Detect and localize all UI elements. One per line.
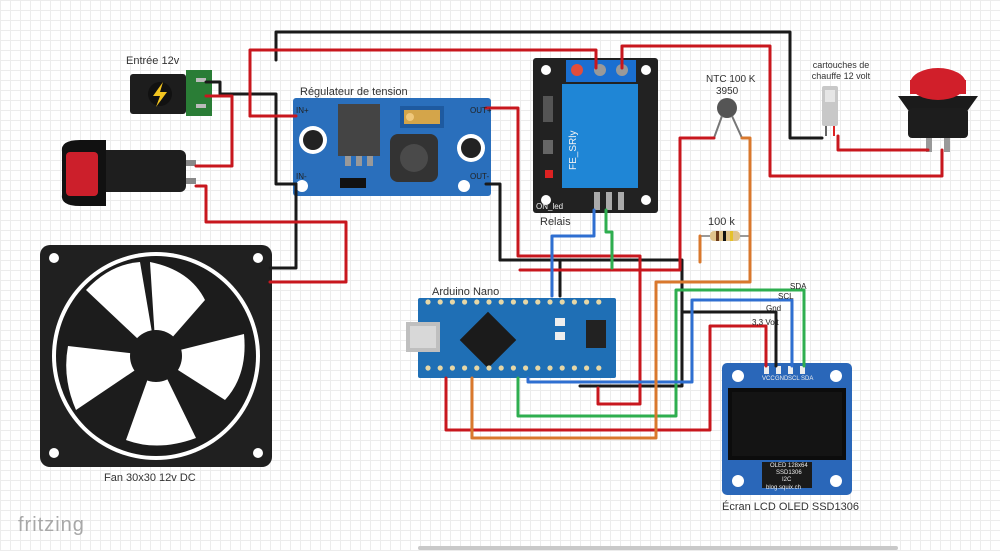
ntc-label: NTC 100 K (706, 74, 756, 85)
wire-label-vcc: 3,3 Volt (752, 318, 779, 327)
power-jack[interactable] (130, 70, 212, 116)
regulator-pin-in-minus: IN- (296, 172, 307, 181)
wire[interactable] (484, 106, 642, 406)
wire[interactable] (268, 182, 298, 270)
relay-label: Relais (540, 216, 571, 228)
wire[interactable] (680, 310, 778, 368)
push-button[interactable] (898, 68, 978, 152)
wire[interactable] (836, 134, 930, 152)
header-pin (584, 299, 590, 305)
header-pin (449, 365, 455, 371)
oled-pin-scl: SCL (788, 376, 800, 382)
oled-label: Écran LCD OLED SSD1306 (722, 501, 859, 513)
wire[interactable] (204, 80, 298, 186)
header-pin (596, 365, 602, 371)
fan-label: Fan 30x30 12v DC (104, 472, 196, 484)
relay-led-label: ON_led (536, 202, 564, 211)
wire[interactable] (604, 208, 614, 270)
arduino-label: Arduino Nano (432, 286, 500, 298)
wire[interactable] (470, 136, 752, 440)
wire[interactable] (248, 48, 598, 118)
header-pin (596, 299, 602, 305)
fan[interactable] (40, 245, 272, 467)
regulator-label: Régulateur de tension (300, 86, 408, 98)
header-pin (474, 299, 480, 305)
wire[interactable] (498, 258, 684, 388)
header-pin (498, 365, 504, 371)
wire[interactable] (194, 184, 348, 284)
oled-pin-gnd: GND (775, 376, 789, 382)
wire-label-scl: SCL (778, 292, 794, 301)
header-pin (571, 299, 578, 305)
wire-label-sda: SDA (790, 282, 807, 291)
lightning-bolt-icon (153, 82, 167, 107)
arduino-nano[interactable] (406, 298, 616, 378)
header-pin (437, 365, 443, 371)
voltage-regulator[interactable] (293, 98, 491, 196)
header-pin (510, 299, 516, 305)
header-pin (559, 299, 565, 305)
regulator-pin-in-plus: IN+ (296, 106, 309, 115)
wire[interactable] (620, 44, 944, 178)
power-input-label: Entrée 12v (126, 55, 180, 67)
header-pin (535, 299, 541, 305)
horizontal-scrollbar[interactable] (418, 546, 898, 550)
oled-chip-line-3: I2C (782, 477, 792, 483)
wire[interactable] (550, 208, 596, 298)
fritzing-logo: fritzing (18, 514, 85, 536)
header-pin (547, 365, 553, 371)
oled-chip-line-1: OLED 128x64 (770, 463, 808, 469)
header-pin (523, 365, 529, 371)
header-pin (486, 299, 492, 305)
heater-label: cartouches de chauffe 12 volt (811, 60, 871, 81)
regulator-pin-out-minus: OUT- (470, 172, 490, 181)
header-pin (547, 299, 553, 305)
oled-site: blog.squix.ch (766, 485, 802, 491)
wire[interactable] (194, 94, 234, 168)
header-pin (449, 299, 455, 305)
wire[interactable] (516, 288, 806, 418)
wire[interactable] (444, 324, 768, 432)
relay-module-name: FE_SRly (568, 130, 579, 170)
header-pin (486, 365, 492, 371)
oled-display[interactable] (722, 363, 852, 495)
header-pin (425, 365, 431, 371)
header-pin (523, 299, 529, 305)
header-pin (510, 365, 516, 371)
header-pin (584, 365, 590, 371)
ntc-thermistor[interactable] (713, 98, 743, 139)
heater-cartridge[interactable] (822, 86, 838, 136)
header-pin (498, 299, 504, 305)
oled-chip-line-2: SSD1306 (776, 470, 802, 476)
header-pin (571, 365, 578, 371)
wire-label-gnd: Gnd (766, 304, 782, 313)
resistor[interactable] (700, 231, 750, 241)
header-pin (474, 365, 480, 371)
header-pin (462, 365, 468, 371)
resistor-label: 100 k (708, 216, 735, 228)
regulator-pin-out-plus: OUT+ (470, 106, 492, 115)
wire[interactable] (526, 298, 794, 384)
header-pin (437, 299, 443, 305)
oled-pin-sda: SDA (801, 376, 814, 382)
header-pin (559, 365, 565, 371)
oled-pin-vcc: VCC (762, 376, 775, 382)
relay-module[interactable] (533, 58, 658, 213)
header-pin (425, 299, 431, 305)
wire[interactable] (518, 136, 716, 272)
header-pin (462, 299, 468, 305)
wire[interactable] (274, 30, 824, 140)
ntc-value: 3950 (716, 86, 739, 97)
rocker-switch[interactable] (61, 140, 196, 206)
header-pin (535, 365, 541, 371)
